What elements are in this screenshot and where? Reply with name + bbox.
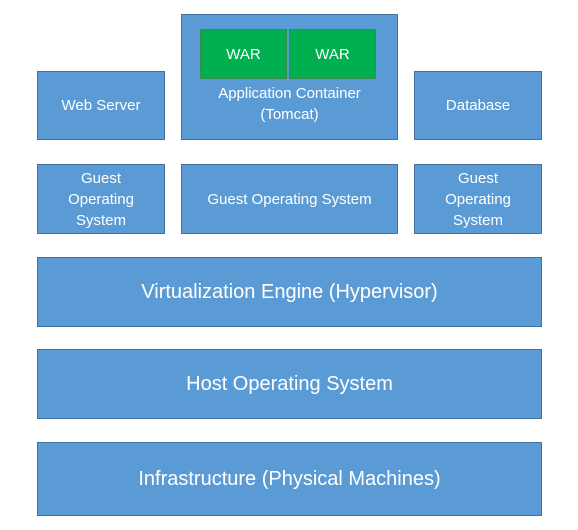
guest-os-right-label: Guest Operating System [445, 169, 511, 229]
guest-os-center-label: Guest Operating System [207, 190, 372, 208]
guest-os-left-box: Guest Operating System [37, 164, 165, 234]
war-left-label: WAR [226, 45, 261, 63]
host-os-layer: Host Operating System [37, 349, 542, 419]
hypervisor-layer: Virtualization Engine (Hypervisor) [37, 257, 542, 327]
web-server-box: Web Server [37, 71, 165, 140]
war-box-right: WAR [289, 29, 376, 79]
database-box: Database [414, 71, 542, 140]
infrastructure-layer: Infrastructure (Physical Machines) [37, 442, 542, 516]
host-os-label: Host Operating System [186, 373, 393, 395]
guest-os-center-box: Guest Operating System [181, 164, 398, 234]
application-container-label: Application Container (Tomcat) [218, 85, 361, 123]
web-server-label: Web Server [61, 97, 141, 114]
guest-os-left-label: Guest Operating System [68, 169, 134, 229]
hypervisor-label: Virtualization Engine (Hypervisor) [141, 281, 438, 303]
guest-os-right-box: Guest Operating System [414, 164, 542, 234]
application-container-box: WAR WAR Application Container (Tomcat) [181, 14, 398, 140]
war-box-left: WAR [200, 29, 287, 79]
infrastructure-label: Infrastructure (Physical Machines) [138, 468, 441, 490]
war-right-label: WAR [315, 45, 350, 63]
database-label: Database [445, 97, 511, 114]
